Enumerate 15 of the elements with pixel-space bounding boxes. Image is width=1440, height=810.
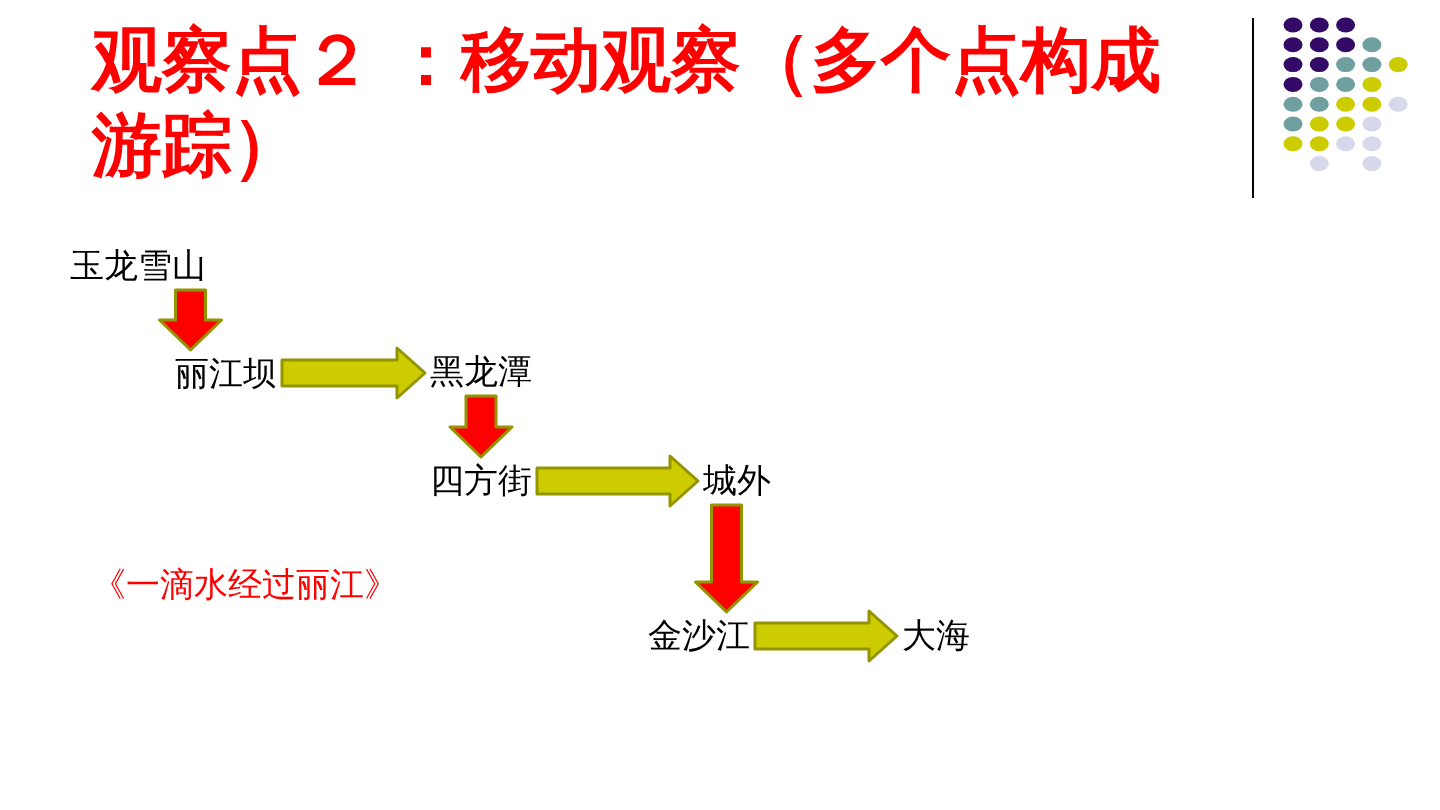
place-name: 黑龙潭: [430, 353, 532, 391]
slide-title: 观察点２ ：移动观察（多个点构成游踪）: [92, 20, 1163, 186]
block-arrow: [448, 394, 514, 459]
place-name: 城外: [703, 462, 771, 500]
place-name: 四方街: [430, 462, 532, 500]
place-name: 玉龙雪山: [70, 247, 206, 285]
place-name: 丽江坝: [175, 355, 277, 393]
block-arrow: [280, 346, 427, 400]
book-title-text: 《一滴水经过丽江》: [92, 565, 398, 603]
block-arrow: [535, 454, 700, 508]
block-arrow: [694, 503, 759, 614]
block-arrow: [753, 609, 899, 663]
place-name: 大海: [902, 617, 970, 655]
place-name: 金沙江: [648, 617, 750, 655]
block-arrow: [158, 288, 223, 352]
